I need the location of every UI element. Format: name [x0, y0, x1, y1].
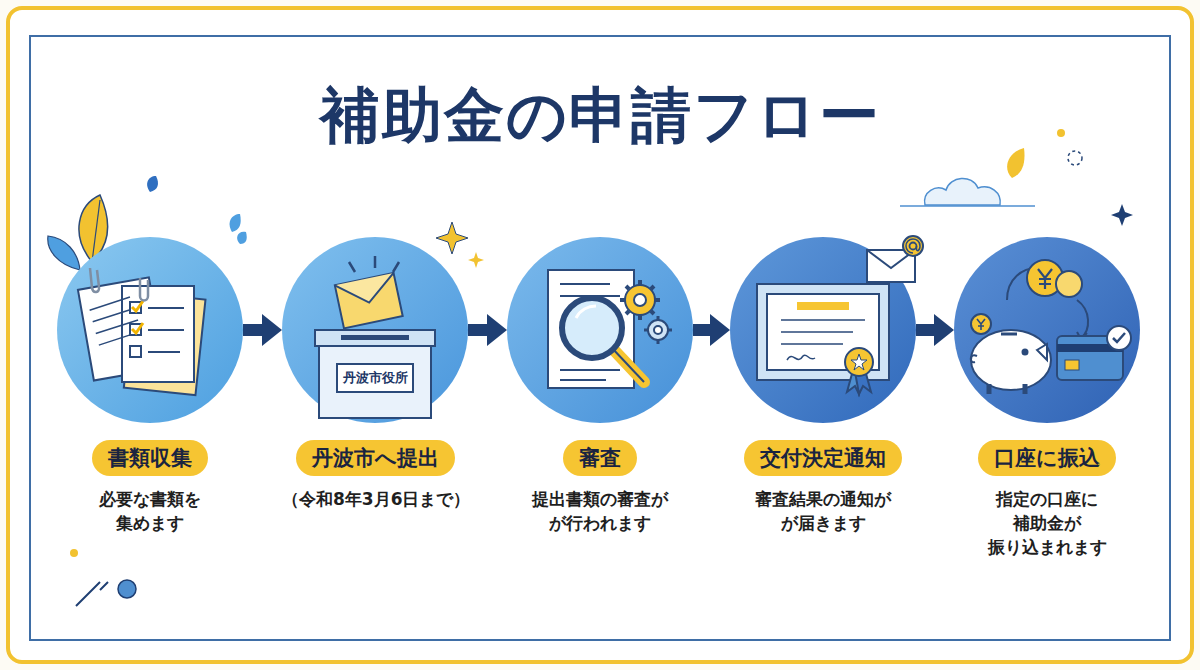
flow-step: 書類収集必要な書類を 集めます: [57, 237, 243, 536]
step-description: （令和8年3月6日まで）: [282, 488, 468, 512]
sign-label: 丹波市役所: [343, 369, 408, 387]
stroke-mark: [76, 582, 108, 606]
step-circle: [57, 237, 243, 423]
step-description: 必要な書類を 集めます: [75, 488, 225, 536]
flow-arrow: [916, 324, 934, 336]
dot: [1057, 129, 1065, 137]
flow-step: 審査提出書類の審査が が行われます: [507, 237, 693, 536]
step-label: 口座に振込: [978, 440, 1116, 476]
step-label: 丹波市へ提出: [296, 440, 455, 476]
step-label: 交付決定通知: [744, 440, 902, 476]
step-description: 提出書類の審査が が行われます: [525, 488, 675, 536]
certificate-icon: [757, 236, 923, 394]
step-circle: [954, 237, 1140, 423]
flow-step: 口座に振込指定の口座に 補助金が 振り込まれます: [954, 237, 1140, 559]
dashed-dot: [1068, 151, 1082, 165]
cloud: [900, 148, 1035, 206]
step-label: 書類収集: [92, 440, 208, 476]
flow-arrow: [243, 324, 262, 336]
step-circle: [282, 237, 468, 423]
dot: [70, 549, 78, 557]
flow-arrow: [693, 324, 710, 336]
step-description: 指定の口座に 補助金が 振り込まれます: [972, 488, 1122, 559]
flow-arrow: [468, 324, 487, 336]
documents-icon: [78, 268, 206, 395]
dot: [118, 580, 136, 598]
payment-icon: [971, 260, 1131, 394]
step-label: 審査: [563, 440, 637, 476]
flow-step: 交付決定通知審査結果の通知が が届きます: [730, 237, 916, 536]
diagram-title: 補助金の申請フロー: [0, 76, 1200, 157]
review-icon: [548, 270, 672, 388]
step-description: 審査結果の通知が が届きます: [748, 488, 898, 536]
step-circle: [730, 237, 916, 423]
ballot-box-icon: [315, 256, 435, 418]
step-circle: [507, 237, 693, 423]
